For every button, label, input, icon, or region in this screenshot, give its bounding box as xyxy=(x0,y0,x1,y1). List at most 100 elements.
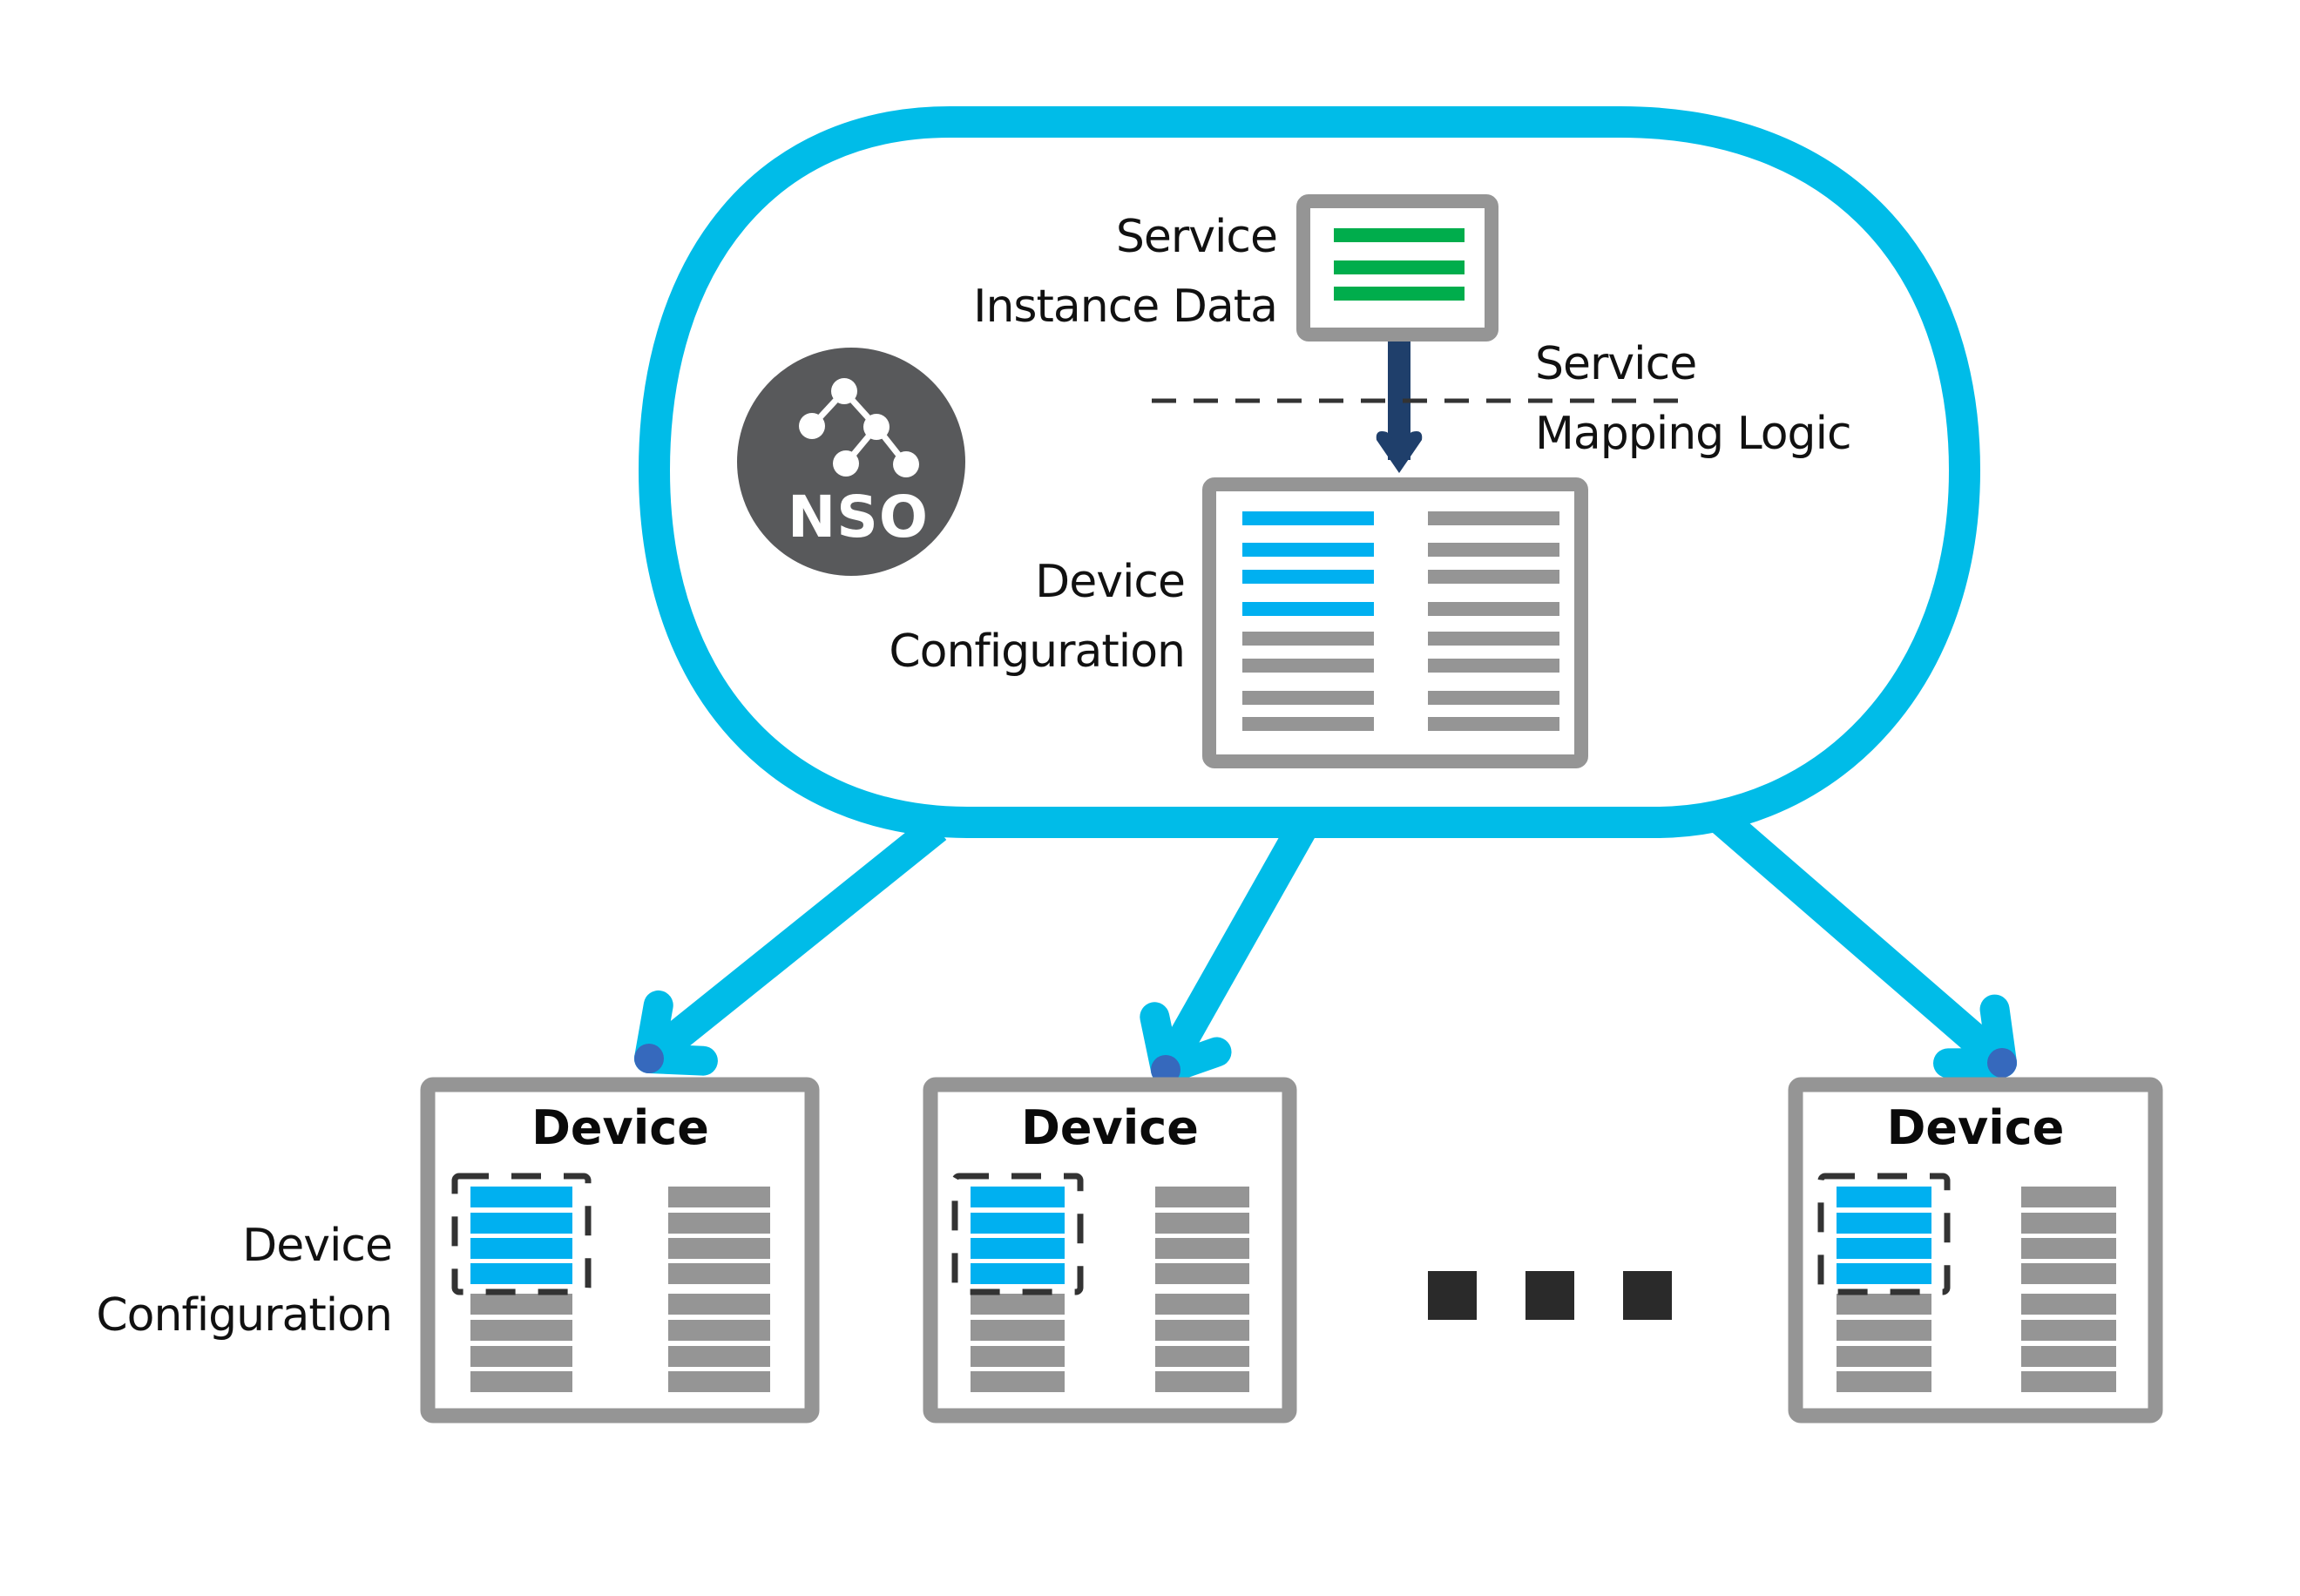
device-config-row xyxy=(668,1263,770,1284)
device-config-row xyxy=(1155,1187,1249,1207)
tree-node xyxy=(893,451,919,477)
nso-device-configuration-line2: Configuration xyxy=(889,626,1186,678)
config-row xyxy=(1242,632,1374,646)
device-config-row xyxy=(2021,1187,2116,1207)
config-row xyxy=(1428,511,1559,525)
nso-cloud-outline xyxy=(638,106,1981,838)
device-config-row xyxy=(1155,1238,1249,1259)
device-config-row xyxy=(470,1371,572,1392)
config-row xyxy=(1242,602,1374,616)
config-row xyxy=(1428,543,1559,557)
nso-logo: NSO xyxy=(737,348,965,576)
device-config-row xyxy=(1837,1294,1931,1315)
service-mapping-logic-label: Service Mapping Logic xyxy=(1535,329,1901,469)
device-config-row xyxy=(2021,1263,2116,1284)
device-config-row xyxy=(1837,1238,1931,1259)
device-config-row xyxy=(971,1320,1065,1341)
tree-network-icon xyxy=(799,378,919,477)
service-config-highlight xyxy=(1817,1173,1951,1295)
config-row xyxy=(1428,570,1559,584)
device-config-row xyxy=(1837,1320,1931,1341)
arrow-tip xyxy=(634,1044,664,1073)
config-row xyxy=(1242,659,1374,673)
service-mapping-logic-line2: Mapping Logic xyxy=(1535,408,1852,460)
device-config-row xyxy=(470,1213,572,1234)
device-config-row xyxy=(971,1213,1065,1234)
device-config-row xyxy=(2021,1371,2116,1392)
device-config-row xyxy=(1837,1213,1931,1234)
config-row xyxy=(1242,717,1374,731)
tree-node xyxy=(831,378,857,404)
device-config-row xyxy=(668,1294,770,1315)
device-config-row xyxy=(971,1294,1065,1315)
device-title: Device xyxy=(1021,1100,1199,1155)
device-config-row xyxy=(470,1294,572,1315)
device-title: Device xyxy=(531,1100,709,1155)
device-config-row xyxy=(1155,1263,1249,1284)
ellipsis-dot xyxy=(1525,1271,1574,1320)
device-config-row xyxy=(668,1213,770,1234)
nso-device-configuration-line1: Device xyxy=(1035,556,1186,608)
device-config-row xyxy=(2021,1294,2116,1315)
config-row xyxy=(1242,543,1374,557)
device-configuration-label: Device Configuration xyxy=(35,1211,393,1350)
arrow-tip xyxy=(1987,1048,2017,1078)
device-config-row xyxy=(1837,1346,1931,1367)
device-config-row xyxy=(2021,1213,2116,1234)
config-row xyxy=(1242,511,1374,525)
device-config-row xyxy=(668,1320,770,1341)
device-config-row xyxy=(470,1320,572,1341)
device-config-row xyxy=(1837,1187,1931,1207)
device-config-row xyxy=(470,1263,572,1284)
arrow-head-icon xyxy=(1376,431,1423,473)
device-config-row xyxy=(470,1187,572,1207)
device-config-row xyxy=(971,1346,1065,1367)
device-config-row xyxy=(971,1371,1065,1392)
device-config-row xyxy=(971,1263,1065,1284)
device-push-arrow xyxy=(1710,807,2017,1079)
device-config-row xyxy=(668,1238,770,1259)
device-config-row xyxy=(1155,1294,1249,1315)
device-configuration-line1: Device xyxy=(242,1220,393,1272)
config-row xyxy=(1428,717,1559,731)
device-configuration-line2: Configuration xyxy=(96,1289,393,1342)
device-config-row xyxy=(971,1238,1065,1259)
nso-device-configuration-label: Device Configuration xyxy=(836,547,1186,686)
config-row xyxy=(1242,691,1374,705)
ellipsis-dot xyxy=(1623,1271,1672,1320)
device-config-row xyxy=(668,1346,770,1367)
config-row xyxy=(1428,659,1559,673)
service-config-highlight xyxy=(451,1173,592,1295)
tree-node xyxy=(833,450,859,477)
tree-node xyxy=(799,413,825,439)
service-instance-data-label: Service Instance Data xyxy=(923,202,1278,342)
device-config-row xyxy=(1155,1213,1249,1234)
config-row xyxy=(1428,632,1559,646)
more-devices-ellipsis xyxy=(1428,1271,1672,1320)
device-box[interactable] xyxy=(420,1077,820,1424)
device-push-arrow xyxy=(634,815,947,1076)
device-config-row xyxy=(668,1187,770,1207)
device-config-row xyxy=(2021,1320,2116,1341)
service-data-row xyxy=(1334,228,1465,242)
device-config-row xyxy=(1155,1346,1249,1367)
config-row xyxy=(1428,602,1559,616)
device-config-row xyxy=(1837,1263,1931,1284)
device-config-row xyxy=(2021,1238,2116,1259)
tree-node xyxy=(863,414,890,440)
device-config-row xyxy=(1837,1371,1931,1392)
device-box[interactable] xyxy=(923,1077,1297,1424)
service-instance-data-line1: Service xyxy=(1115,211,1278,263)
ellipsis-dot xyxy=(1428,1271,1477,1320)
device-push-arrow xyxy=(1140,820,1316,1085)
device-config-row xyxy=(668,1371,770,1392)
nso-logo-text: NSO xyxy=(788,484,929,551)
device-title: Device xyxy=(1886,1100,2065,1155)
service-data-row xyxy=(1334,287,1465,301)
config-row xyxy=(1428,691,1559,705)
device-config-row xyxy=(1155,1371,1249,1392)
service-data-row xyxy=(1334,260,1465,274)
device-config-row xyxy=(470,1346,572,1367)
device-box[interactable] xyxy=(1788,1077,2163,1424)
